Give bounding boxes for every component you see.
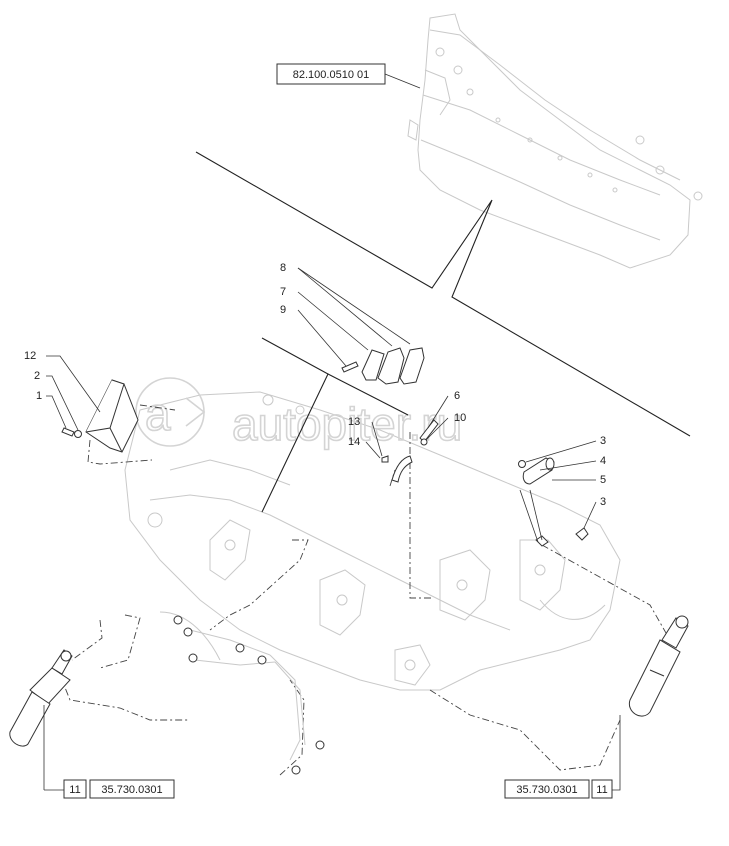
hose-fitting-icon — [315, 740, 325, 750]
strip-13 — [391, 455, 413, 483]
pad-7 — [361, 349, 385, 381]
callout-14: 14 — [348, 436, 360, 448]
clip-3b — [575, 527, 589, 541]
callout-4: 4 — [600, 455, 606, 467]
bucket-outline — [407, 13, 703, 269]
callout-10: 10 — [454, 412, 466, 424]
watermark: a autopiter.ru — [135, 377, 463, 451]
ref-left-text: 35.730.0301 — [101, 784, 162, 796]
hose-fitting-icon — [173, 615, 183, 625]
callout-7: 7 — [280, 286, 286, 298]
watermark-logo-arrow — [185, 397, 206, 427]
callout-6: 6 — [454, 390, 460, 402]
pad-8a — [377, 347, 405, 385]
bolt-1 — [61, 427, 75, 437]
centre-lines — [59, 404, 671, 776]
hose-fitting-icon — [257, 655, 267, 665]
pad-8b — [399, 347, 425, 385]
plate-12 — [85, 379, 139, 453]
ref-box-left[interactable]: 11 35.730.0301 — [44, 779, 175, 799]
hose-fitting-icon — [183, 627, 193, 637]
callout-13: 13 — [348, 416, 360, 428]
ref-top-text: 82.100.0510 01 — [293, 69, 369, 81]
callout-3-bottom: 3 — [600, 496, 606, 508]
loader-frame-outline — [124, 391, 621, 691]
screw-14 — [381, 455, 389, 463]
callout-8: 8 — [280, 262, 286, 274]
hydraulic-hoses — [159, 611, 325, 775]
leaders — [43, 73, 621, 791]
upper-break-line — [195, 151, 691, 437]
bolt-9 — [341, 361, 359, 373]
callout-2: 2 — [34, 370, 40, 382]
ref-right-index: 11 — [596, 784, 607, 796]
ref-box-right[interactable]: 35.730.0301 11 — [504, 779, 613, 799]
ref-left-index: 11 — [69, 784, 80, 796]
callout-9: 9 — [280, 304, 286, 316]
nut-10 — [420, 438, 428, 446]
hose-fitting-icon — [235, 643, 245, 653]
hose-fitting-icon — [188, 653, 198, 663]
pin-4 — [522, 457, 555, 485]
watermark-logo-glyph: a — [145, 388, 171, 440]
lower-break-line-right — [327, 373, 409, 416]
hose-fitting-icon — [291, 765, 301, 775]
ref-box-top[interactable]: 82.100.0510 01 — [276, 63, 386, 85]
callout-5: 5 — [600, 474, 606, 486]
callout-1: 1 — [36, 390, 42, 402]
callout-12: 12 — [24, 350, 36, 362]
bushing-5 — [535, 535, 549, 547]
cylinder-right — [628, 615, 689, 717]
ref-right-text: 35.730.0301 — [516, 784, 577, 796]
clip-3a — [518, 460, 526, 468]
cylinder-left — [9, 649, 73, 747]
washer-2 — [74, 430, 82, 438]
section-lines — [195, 151, 691, 513]
callout-numbers: 8 7 9 12 2 1 6 10 13 14 3 4 5 3 — [24, 262, 606, 508]
callout-3-top: 3 — [600, 435, 606, 447]
